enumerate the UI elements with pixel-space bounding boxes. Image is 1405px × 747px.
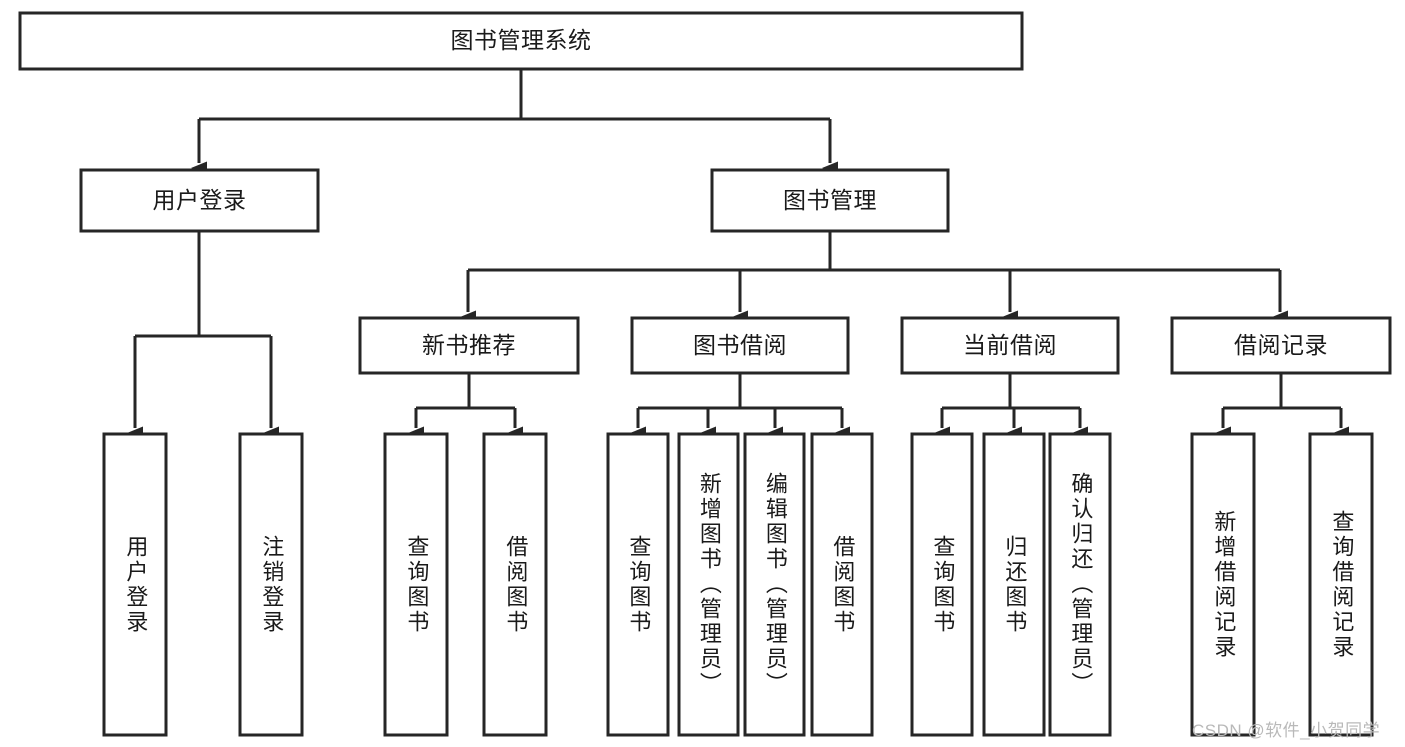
node-leaf-borrow-book-1-box[interactable]: [482, 432, 548, 737]
node-user-login-box[interactable]: [79, 168, 320, 233]
node-leaf-add-borrow-record-box[interactable]: [1190, 432, 1256, 737]
node-leaf-logout-box[interactable]: [238, 432, 304, 737]
csdn-watermark: CSDN @软件_小贺同学: [1192, 721, 1381, 740]
node-leaf-user-login-box[interactable]: [102, 432, 168, 737]
node-current-borrow-box[interactable]: [900, 316, 1120, 375]
node-leaf-query-borrow-record-box[interactable]: [1308, 432, 1374, 737]
node-leaf-edit-book-box[interactable]: [743, 432, 806, 737]
node-leaf-confirm-return-box[interactable]: [1048, 432, 1112, 737]
node-leaf-add-book-box[interactable]: [677, 432, 740, 737]
node-leaf-query-book-2-box[interactable]: [606, 432, 670, 737]
node-root-box[interactable]: [18, 11, 1024, 71]
node-book-management-box[interactable]: [710, 168, 950, 233]
node-borrow-record-box[interactable]: [1170, 316, 1392, 375]
node-new-book-recommend-box[interactable]: [358, 316, 580, 375]
node-leaf-query-book-1-box[interactable]: [383, 432, 449, 737]
node-book-borrow-box[interactable]: [630, 316, 850, 375]
node-leaf-borrow-book-2-box[interactable]: [810, 432, 874, 737]
node-leaf-query-book-3-box[interactable]: [910, 432, 974, 737]
node-leaf-return-book-box[interactable]: [982, 432, 1046, 737]
